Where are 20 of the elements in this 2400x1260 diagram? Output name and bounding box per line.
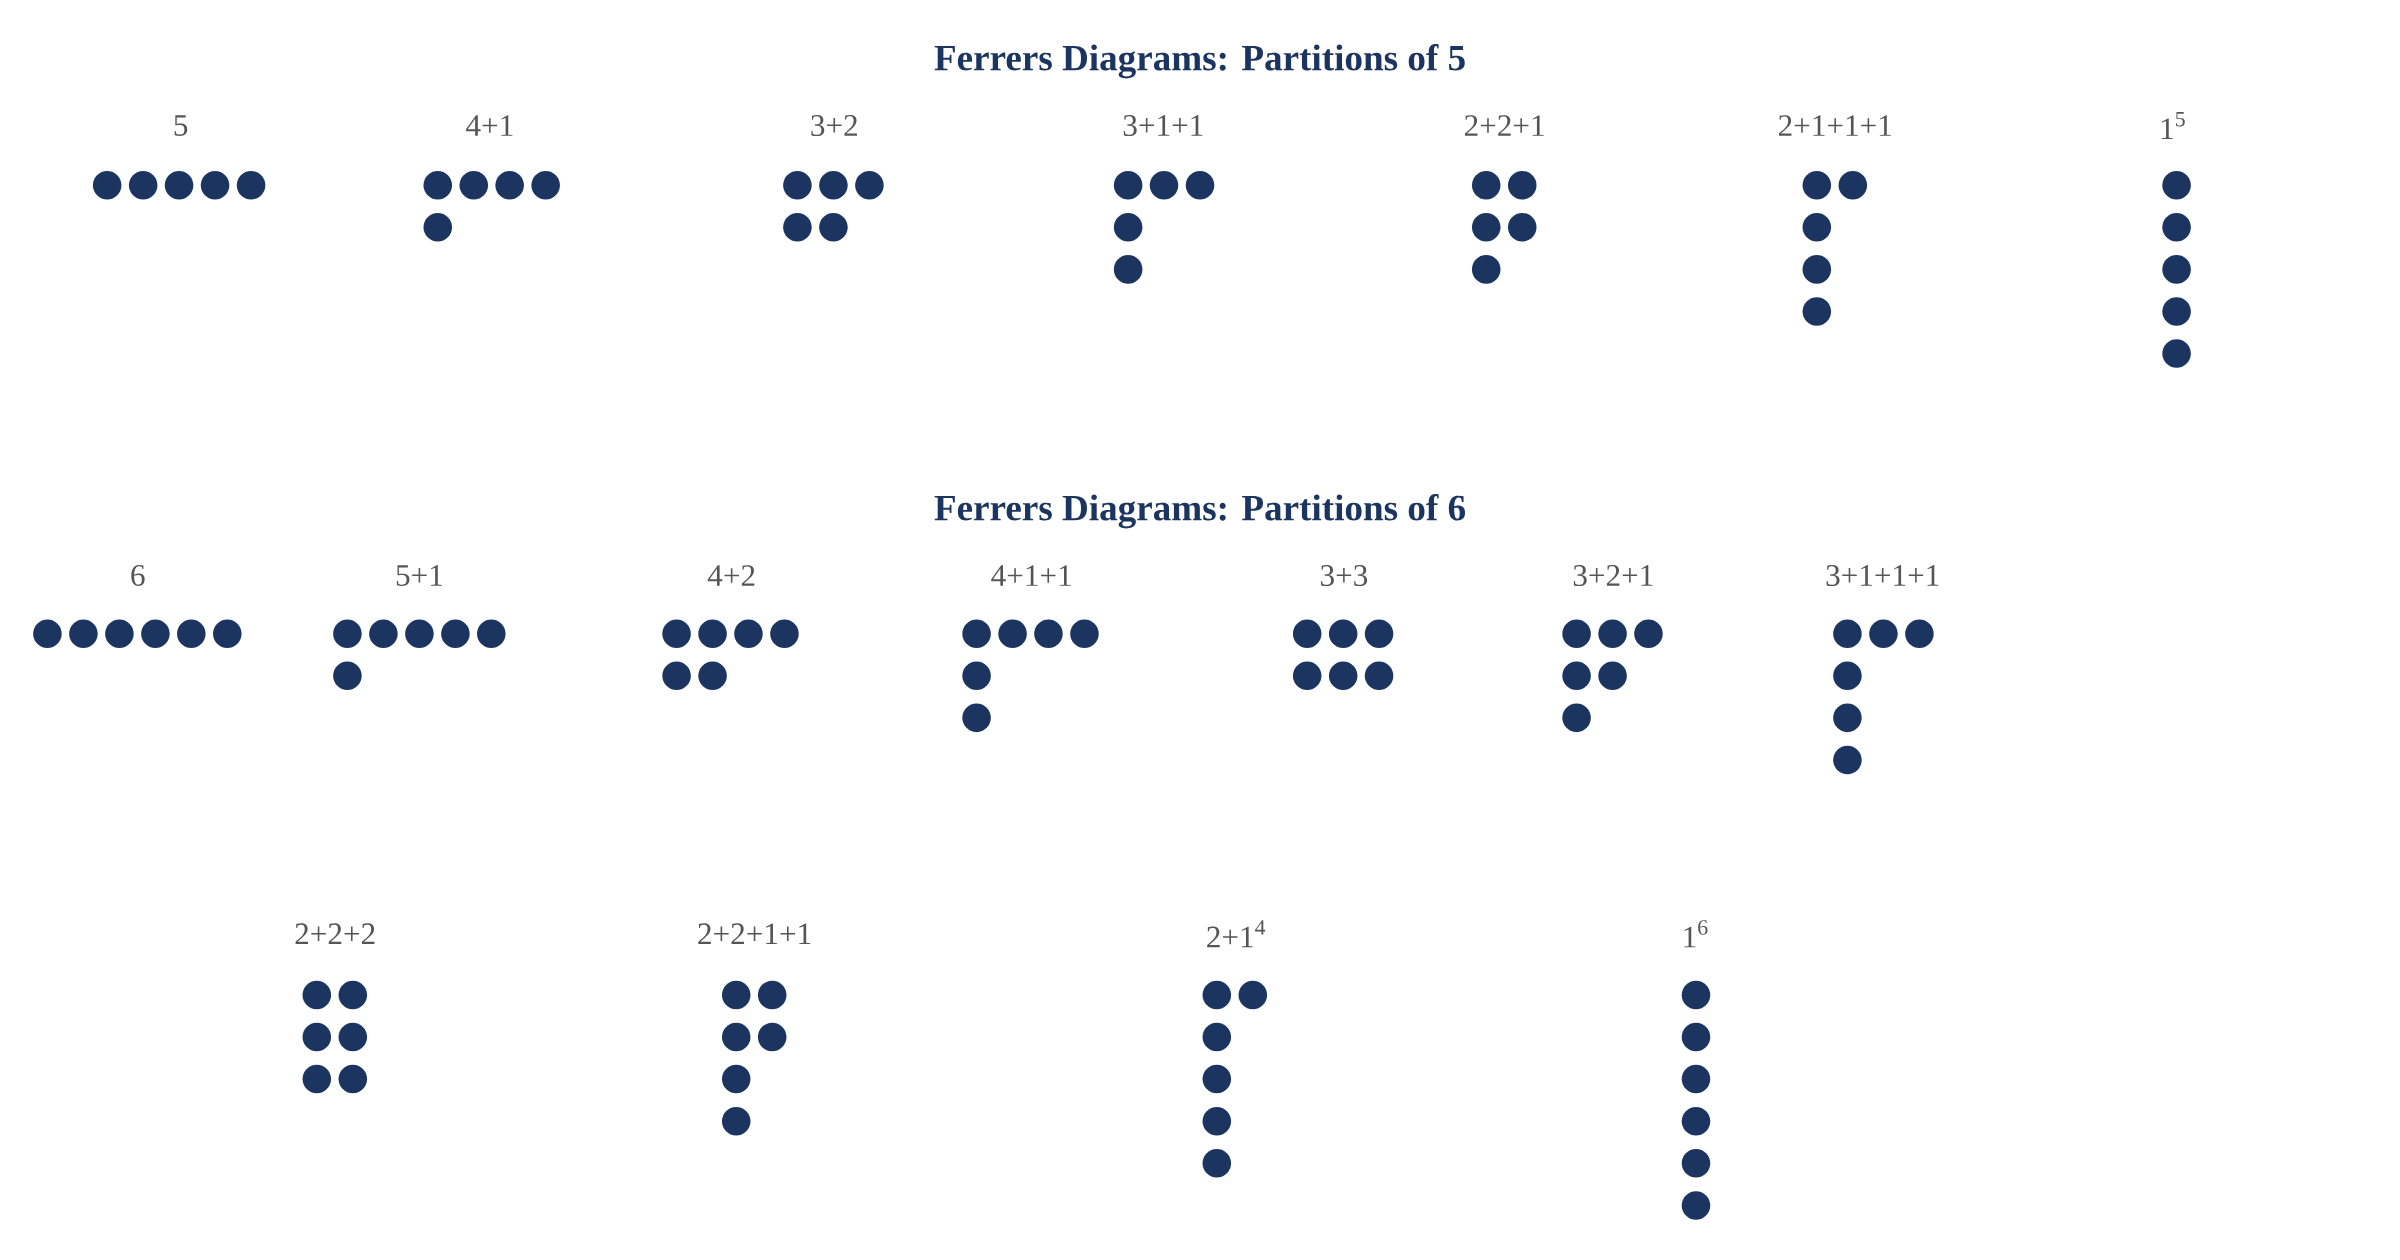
partition-label: 2+2+1 [1464,115,1544,136]
partition-label: 3+3 [1321,565,1368,587]
partition-label: 3+2+1 [1573,565,1653,587]
partition-label: 5 [174,115,188,136]
partition-label: 2+2+2 [295,923,375,945]
partition-label: 4+1+1 [991,565,1071,586]
partition-label: 6 [131,565,145,587]
partition-label: 3+1+1+1 [1826,565,1939,587]
partition-label: 4+2 [707,565,755,586]
partition-label: 2+2+1+1 [698,923,811,945]
partition-label: 4+1 [466,115,513,136]
partition-label: 1$^{5}$ [2161,112,2185,140]
partition-label: 2+1$^{4}$ [1207,920,1266,948]
partition-label: 3+2 [811,115,857,137]
heading: Ferrers Diagrams: Partitions of 6 [934,494,1465,529]
partition-label: 5+1 [396,565,442,586]
partition-label: 2+1+1+1 [1778,115,1891,136]
partition-label: 3+1+1 [1123,115,1203,137]
heading: Ferrers Diagrams: Partitions of 5 [934,44,1465,79]
partition-label: 1$^{6}$ [1684,920,1708,948]
